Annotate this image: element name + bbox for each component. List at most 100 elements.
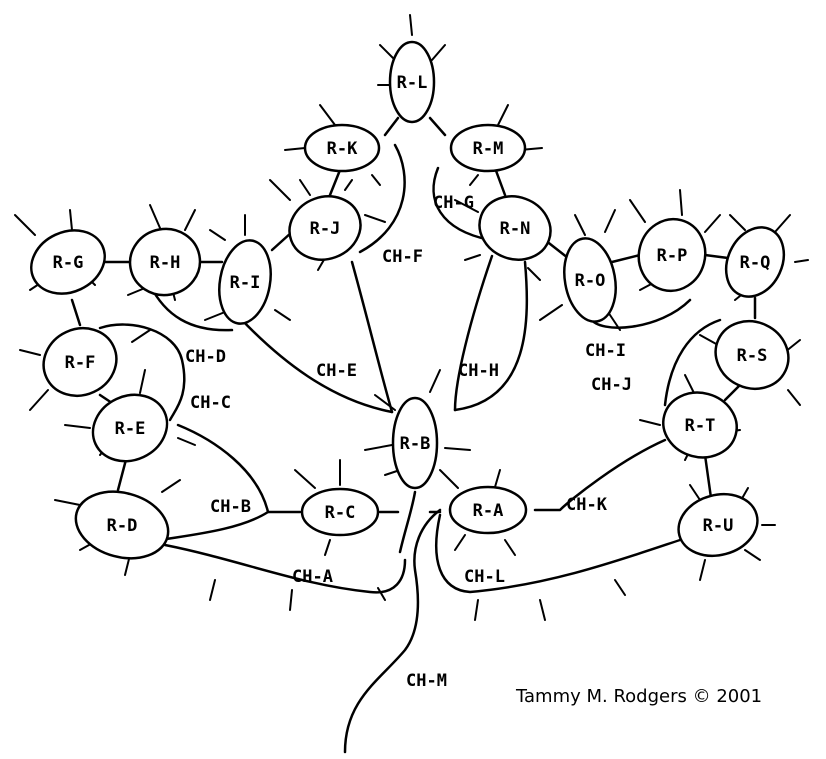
node-ellipse xyxy=(128,227,202,297)
spoke-tick xyxy=(284,104,381,191)
node-rk: R-K xyxy=(303,123,381,173)
spoke-tick xyxy=(269,179,386,271)
node-label: R-J xyxy=(310,219,341,239)
node-rc: R-C xyxy=(300,487,380,537)
channel-line-ch-h xyxy=(453,254,494,412)
spoke-tick xyxy=(54,479,181,576)
channel-line-ch-j xyxy=(663,318,722,407)
channel-label-chm: CH-M xyxy=(406,671,447,691)
spoke-tick xyxy=(729,214,809,301)
node-label: R-F xyxy=(65,353,96,373)
channel-line-ch-e xyxy=(238,316,394,414)
node-ellipse xyxy=(662,391,738,459)
spoke-tick xyxy=(364,369,471,476)
node-label: R-D xyxy=(107,516,138,536)
node-label: R-B xyxy=(400,434,431,454)
channel-line-rl-rk xyxy=(383,116,400,137)
node-label: R-K xyxy=(327,139,358,159)
channel-lines xyxy=(70,116,757,754)
channel-line-ch-e-right xyxy=(350,260,394,414)
node-label: R-N xyxy=(500,219,531,239)
channel-label-chf: CH-F xyxy=(382,247,423,267)
channel-line-ch-m xyxy=(343,508,442,754)
node-ellipse xyxy=(677,492,759,558)
node-label: R-A xyxy=(473,501,504,521)
node-rs: R-S xyxy=(714,320,790,390)
channel-line-rm-rn xyxy=(493,166,507,197)
node-ri: R-I xyxy=(218,239,272,325)
channel-line-ch-a xyxy=(163,543,407,594)
channel-line-rp-rq xyxy=(703,253,730,260)
node-ellipse xyxy=(303,123,381,173)
node-label: R-U xyxy=(703,516,734,536)
channel-line-ch-l xyxy=(435,513,682,594)
spoke-tick xyxy=(539,209,621,331)
spoke-tick xyxy=(689,484,776,581)
node-rj: R-J xyxy=(288,195,362,261)
node-ellipse xyxy=(448,485,528,535)
node-rl: R-L xyxy=(388,40,436,124)
node-ellipse xyxy=(218,239,272,325)
node-rt: R-T xyxy=(662,391,738,459)
node-ellipse xyxy=(300,487,380,537)
channel-label-chj: CH-J xyxy=(591,375,632,395)
node-rb: R-B xyxy=(391,396,439,490)
node-ellipse xyxy=(637,217,707,293)
node-ellipse xyxy=(388,40,436,124)
channel-label-chc: CH-C xyxy=(190,393,231,413)
spoke-tick xyxy=(629,189,721,291)
copyright-credit: Tammy M. Rodgers © 2001 xyxy=(516,686,763,707)
spoke-tick xyxy=(209,579,386,611)
node-label: R-G xyxy=(53,253,84,273)
node-label: R-H xyxy=(150,253,181,273)
node-ellipse xyxy=(74,490,170,560)
node-rn: R-N xyxy=(478,195,552,261)
spoke-tick xyxy=(14,209,96,291)
node-ellipse xyxy=(563,237,617,323)
channel-line-rg-rf xyxy=(70,298,82,327)
node-ellipse xyxy=(42,327,118,397)
channel-line-rk-rj xyxy=(328,168,342,197)
node-label: R-Q xyxy=(740,253,771,273)
spoke-tick xyxy=(294,459,341,556)
node-ellipse xyxy=(91,393,169,463)
channel-line-rs-rt xyxy=(723,383,742,402)
channel-label-chk: CH-K xyxy=(566,495,608,515)
spoke-ticks xyxy=(14,14,809,621)
spoke-tick xyxy=(377,14,446,86)
node-ellipse xyxy=(478,195,552,261)
channel-line-ch-b xyxy=(158,510,302,542)
node-ro: R-O xyxy=(563,237,617,323)
channel-label-chh: CH-H xyxy=(458,361,499,381)
spoke-tick xyxy=(439,469,516,556)
channel-line-ro-rp xyxy=(610,253,642,264)
channel-line-ch-h-right xyxy=(453,260,529,412)
node-ra: R-A xyxy=(448,485,528,535)
channel-label-chg: CH-G xyxy=(433,193,474,213)
node-ellipse xyxy=(724,226,786,298)
node-label: R-M xyxy=(473,139,504,159)
spoke-tick xyxy=(127,204,196,301)
channel-line-ch-c xyxy=(98,323,186,422)
node-rh: R-H xyxy=(128,227,202,297)
node-ru: R-U xyxy=(677,492,759,558)
node-ellipse xyxy=(30,229,106,295)
node-label: R-O xyxy=(575,271,606,291)
node-label: R-P xyxy=(657,246,688,266)
node-label: R-C xyxy=(325,503,356,523)
node-rf: R-F xyxy=(42,327,118,397)
node-rd: R-D xyxy=(74,490,170,560)
channel-label-chl: CH-L xyxy=(464,567,505,587)
channel-label-chd: CH-D xyxy=(185,347,226,367)
node-label: R-I xyxy=(230,273,261,293)
channel-line-ch-g xyxy=(432,166,492,242)
channel-line-ch-b-loop xyxy=(176,423,270,514)
spoke-tick xyxy=(474,579,626,621)
spoke-tick xyxy=(19,329,151,411)
node-label: R-T xyxy=(685,416,716,436)
channel-label-chi: CH-I xyxy=(585,341,626,361)
node-ellipse xyxy=(391,396,439,490)
node-rq: R-Q xyxy=(724,226,786,298)
channel-line-ch-f xyxy=(358,143,406,254)
